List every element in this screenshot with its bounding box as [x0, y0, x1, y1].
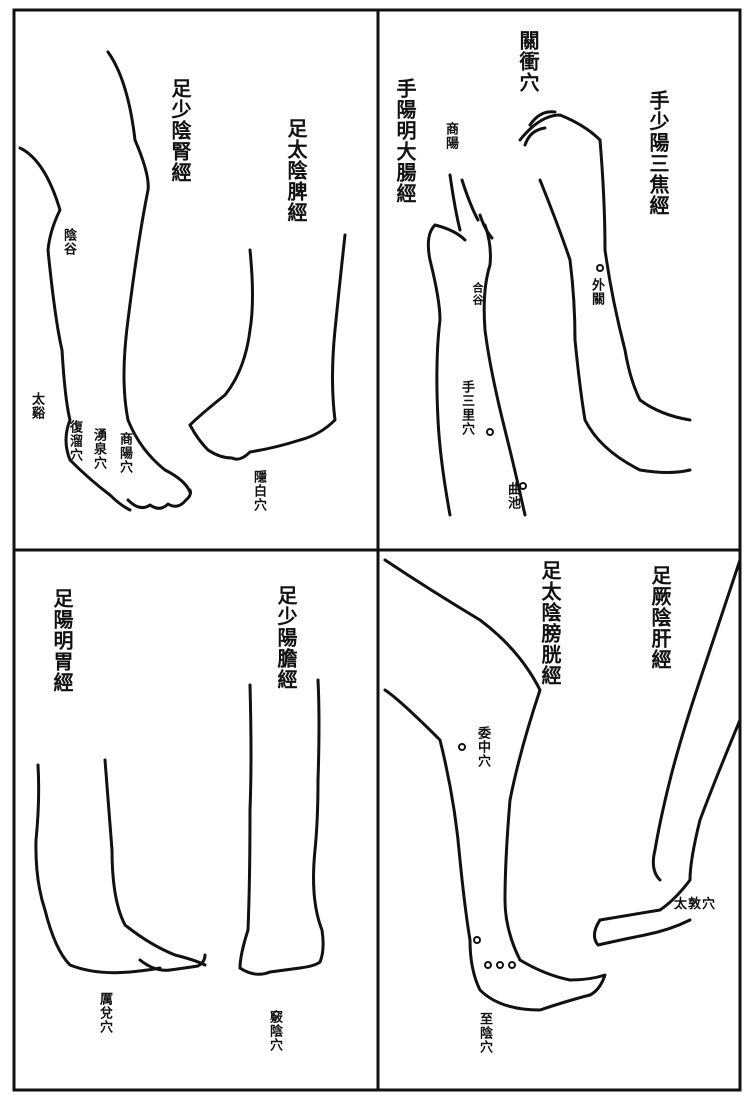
- gb-leg-front: [314, 680, 324, 962]
- acupoint-dots: [459, 265, 603, 968]
- liver-channel-title: 足厥陰肝經: [650, 565, 670, 670]
- stomach-toes: [140, 955, 205, 970]
- label-lidui: 厲兌穴: [98, 992, 111, 1034]
- gallbladder-channel-title: 足少陽膽經: [276, 585, 296, 690]
- sj-hand: [520, 112, 600, 145]
- kidney-channel-title: 足少陰腎經: [170, 78, 190, 183]
- label-qiaoyin: 竅陰穴: [268, 1010, 281, 1052]
- label-yingu: 陰谷: [62, 228, 75, 256]
- label-taidun: 太敦穴: [674, 898, 716, 911]
- sj-arm-inner: [600, 140, 690, 420]
- bladder-channel-title: 足太陰膀胱經: [540, 560, 560, 686]
- label-quchi: 曲池: [506, 482, 519, 510]
- label-shangyang-tl: 商陽穴: [118, 432, 131, 474]
- label-yinbai: 隱白穴: [252, 470, 265, 512]
- guanchong-title: 關衝穴: [518, 30, 538, 93]
- kidney-toes: [128, 490, 191, 508]
- label-shousanli: 手三里穴: [460, 380, 473, 436]
- sj-arm-outer: [540, 180, 690, 473]
- label-weizhong: 委中穴: [476, 726, 489, 768]
- label-waiguan: 外關: [590, 278, 603, 306]
- label-hegu: 合谷: [472, 282, 483, 306]
- spleen-toes: [190, 425, 250, 459]
- stomach-leg-front: [105, 760, 205, 965]
- label-taixi: 太谿: [30, 392, 43, 420]
- label-shangyang-tr: 商陽: [444, 122, 457, 150]
- label-yongquan: 湧泉穴: [92, 428, 105, 470]
- stomach-leg-back: [36, 765, 160, 973]
- li-arm-outer: [428, 225, 465, 515]
- spleen-leg-front: [250, 235, 345, 452]
- label-zhiyin: 至陰穴: [478, 1012, 491, 1054]
- gb-leg-back: [240, 685, 251, 968]
- san-jiao-channel-title: 手少陽三焦經: [648, 90, 668, 216]
- gb-toes: [240, 962, 320, 974]
- large-intestine-channel-title: 手陽明大腸經: [395, 78, 415, 204]
- liver-leg-outer: [600, 720, 740, 920]
- label-fuliu: 復溜穴: [68, 420, 81, 462]
- liver-toes: [594, 920, 690, 945]
- spleen-leg-back: [190, 250, 253, 425]
- bladder-leg-outer: [385, 560, 540, 960]
- li-finger: [450, 175, 492, 238]
- bladder-toes: [520, 960, 605, 995]
- stomach-channel-title: 足陽明胃經: [52, 588, 72, 693]
- li-arm-inner: [484, 225, 525, 515]
- spleen-channel-title: 足太陰脾經: [286, 118, 306, 223]
